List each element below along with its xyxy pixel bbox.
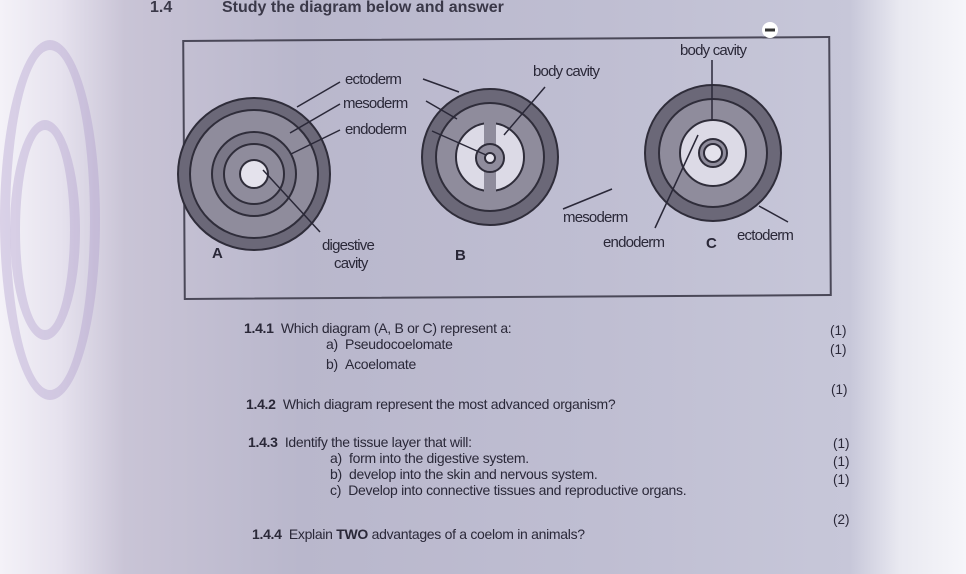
marks: (1) <box>830 323 847 338</box>
coelom-diagram: ectoderm mesoderm endoderm digestive cav… <box>177 22 795 272</box>
letter-a: A <box>212 245 223 262</box>
diagram-b <box>421 88 559 226</box>
question-number: 1.4 <box>150 0 173 16</box>
sub-1-4-1-a: a) Pseudocoelomate <box>326 336 453 352</box>
label-a-mesoderm: mesoderm <box>343 95 408 112</box>
label-c-ectoderm: ectoderm <box>737 227 793 244</box>
leader-lines <box>262 60 789 233</box>
sub-1-4-1-b: b) Acoelomate <box>326 356 416 372</box>
minus-cursor-icon <box>762 22 778 38</box>
diagram-c <box>644 84 782 222</box>
marks: (1) <box>833 454 850 469</box>
letter-b: B <box>455 247 466 264</box>
sub-1-4-3-c: c) Develop into connective tissues and r… <box>330 482 687 498</box>
label-a-endoderm: endoderm <box>345 121 406 138</box>
question-1-4-1: 1.4.1 Which diagram (A, B or C) represen… <box>244 320 512 336</box>
marks: (1) <box>831 382 848 397</box>
label-c-endoderm: endoderm <box>603 234 664 251</box>
label-a-ectoderm: ectoderm <box>345 71 401 88</box>
sub-1-4-3-b: b) develop into the skin and nervous sys… <box>330 466 598 482</box>
question-1-4-3: 1.4.3 Identify the tissue layer that wil… <box>248 434 472 450</box>
screen-moire <box>10 120 80 340</box>
question-1-4-2: 1.4.2 Which diagram represent the most a… <box>246 396 616 412</box>
label-a-digestive: digestive <box>322 237 374 254</box>
diagram-a <box>177 97 331 251</box>
label-c-mesoderm: mesoderm <box>563 209 628 226</box>
label-a-cavity: cavity <box>334 255 369 272</box>
screen-moire <box>0 40 100 400</box>
label-b-body-cavity: body cavity <box>533 63 601 80</box>
marks: (2) <box>833 512 850 527</box>
diagram-labels: ectoderm mesoderm endoderm digestive cav… <box>212 42 794 272</box>
letter-c: C <box>706 235 717 252</box>
label-c-body-cavity: body cavity <box>680 42 748 59</box>
marks: (1) <box>830 342 847 357</box>
sub-1-4-3-a: a) form into the digestive system. <box>330 450 529 466</box>
question-1-4-4: 1.4.4 Explain TWO advantages of a coelom… <box>252 526 585 542</box>
instruction: Study the diagram below and answer <box>222 0 504 16</box>
marks: (1) <box>833 472 850 487</box>
marks: (1) <box>833 436 850 451</box>
